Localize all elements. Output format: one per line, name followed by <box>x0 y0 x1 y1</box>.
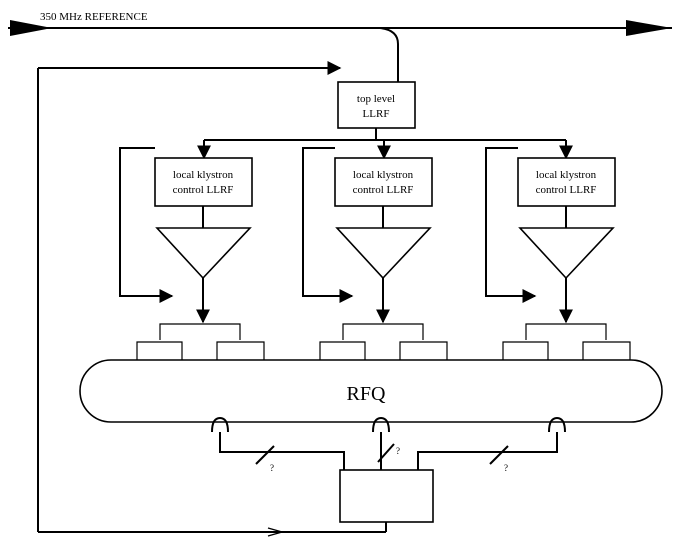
amplifier-triangle-1 <box>155 227 252 280</box>
svg-text:control LLRF: control LLRF <box>536 184 597 196</box>
svg-text:?: ? <box>396 446 400 456</box>
splitter-tree-3 <box>502 323 631 362</box>
reference-output-arrow <box>626 20 672 36</box>
svg-text:local klystron: local klystron <box>536 169 597 181</box>
rfq-cavity: RFQ <box>79 359 663 423</box>
klystron-control-box-2 <box>334 157 433 207</box>
klystron-channel-2: local klystron control LLRF <box>302 147 433 324</box>
llrf-distribution-bus <box>197 128 573 160</box>
klystron-channel-1: local klystron control LLRF <box>119 147 253 324</box>
svg-text:LLRF: LLRF <box>363 108 390 120</box>
reference-input-arrow <box>10 20 52 36</box>
field-pickups: ? ? ? <box>211 416 566 473</box>
rfq-label: RFQ <box>347 383 386 405</box>
svg-text:local klystron: local klystron <box>353 169 414 181</box>
pickup-slash-1 <box>255 445 275 465</box>
svg-text:local klystron: local klystron <box>173 169 234 181</box>
svg-text:top level: top level <box>357 93 395 105</box>
global-feedback-loop <box>37 61 342 537</box>
svg-text:control LLRF: control LLRF <box>353 184 414 196</box>
pickup-slash-2 <box>377 443 395 463</box>
field-monitor-box <box>339 469 434 523</box>
svg-text:?: ? <box>504 463 508 473</box>
reference-line: 350 MHz REFERENCE <box>8 11 672 36</box>
klystron-control-box-3 <box>517 157 616 207</box>
splitter-tree-2 <box>319 323 448 362</box>
splitter-tree-1 <box>136 323 265 362</box>
amplifier-triangle-2 <box>335 227 432 280</box>
klystron-channel-3: local klystron control LLRF <box>485 147 616 324</box>
amplifier-triangle-3 <box>518 227 615 280</box>
reference-tap-wire <box>379 27 399 82</box>
top-level-llrf: top level LLRF <box>337 81 416 129</box>
klystron-control-box-1 <box>154 157 253 207</box>
svg-text:?: ? <box>270 463 274 473</box>
pickup-slash-3 <box>489 445 509 465</box>
svg-text:control LLRF: control LLRF <box>173 184 234 196</box>
reference-label: 350 MHz REFERENCE <box>40 11 148 23</box>
